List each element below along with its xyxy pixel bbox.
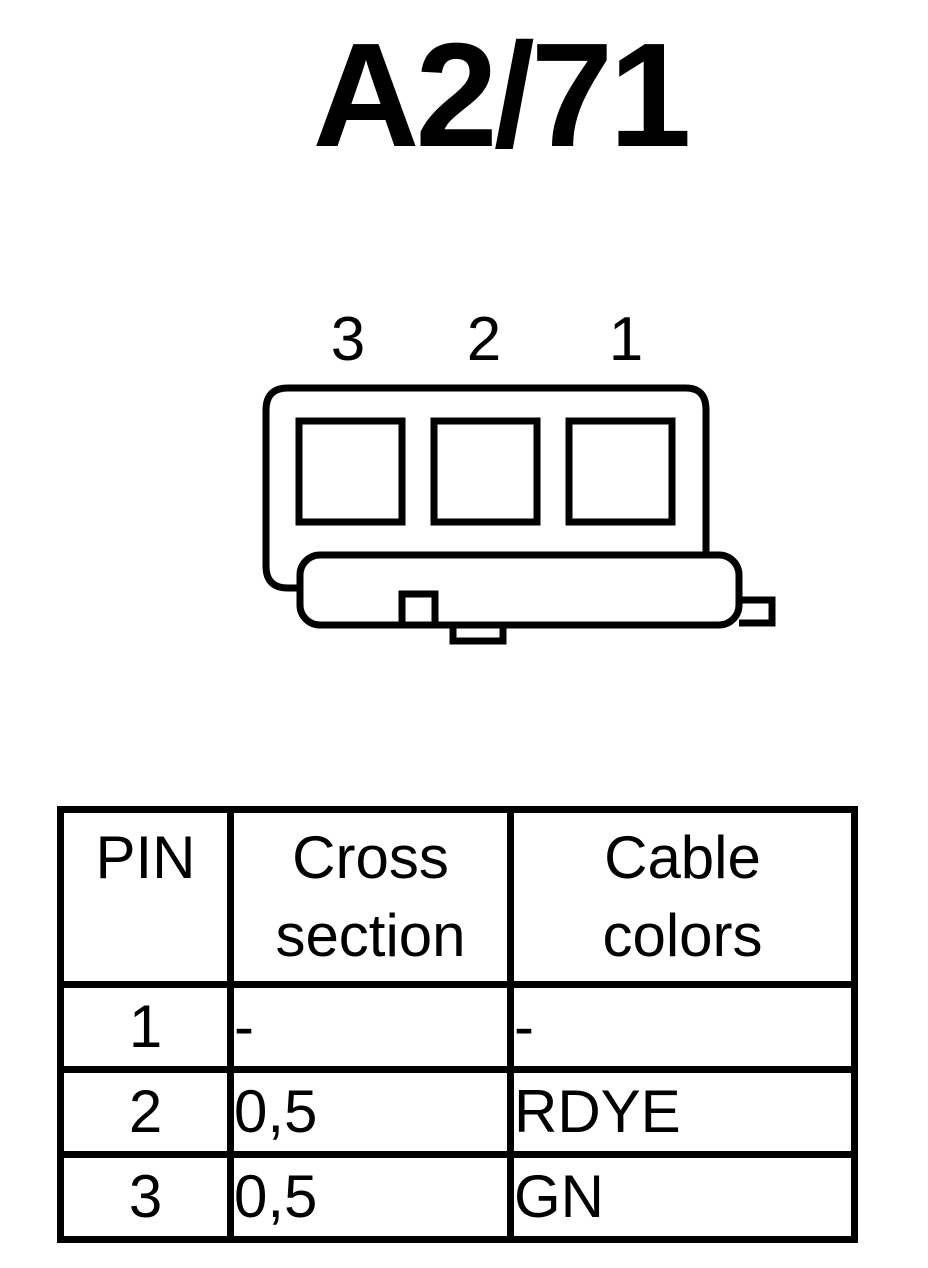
bottom-tab <box>449 625 507 645</box>
cross-section-value: 0,5 <box>227 1066 514 1158</box>
table-header-row: PIN Cross section Cable colors <box>57 806 858 988</box>
cable-color-value: - <box>507 981 858 1073</box>
cross-section-value: - <box>227 981 514 1073</box>
connector-diagram: 3 2 1 <box>262 305 776 645</box>
cross-section-value: 0,5 <box>227 1151 514 1243</box>
connector-title: A2/71 <box>312 13 692 178</box>
pin-label-2: 2 <box>467 305 501 374</box>
side-tab <box>739 596 776 627</box>
pin-number: 1 <box>57 981 234 1073</box>
pin-label-1: 1 <box>609 305 643 374</box>
connector-latch <box>296 551 743 629</box>
table-row: 2 0,5 RDYE <box>57 1066 858 1158</box>
pin-cavity-2 <box>430 417 541 526</box>
header-pin: PIN <box>57 806 234 988</box>
pin-number: 3 <box>57 1151 234 1243</box>
table-row: 1 - - <box>57 981 858 1073</box>
pin-cavity-1 <box>565 417 676 526</box>
pin-number: 2 <box>57 1066 234 1158</box>
header-cross-section: Cross section <box>227 806 514 988</box>
table-row: 3 0,5 GN <box>57 1151 858 1243</box>
pin-table: PIN Cross section Cable colors 1 - - 2 0… <box>57 806 858 1243</box>
cable-color-value: RDYE <box>507 1066 858 1158</box>
header-cable-colors: Cable colors <box>507 806 858 988</box>
pin-cavity-3 <box>295 417 406 526</box>
cable-color-value: GN <box>507 1151 858 1243</box>
pin-label-3: 3 <box>331 305 365 374</box>
connector-housing <box>262 384 710 592</box>
latch-tab <box>398 590 439 622</box>
